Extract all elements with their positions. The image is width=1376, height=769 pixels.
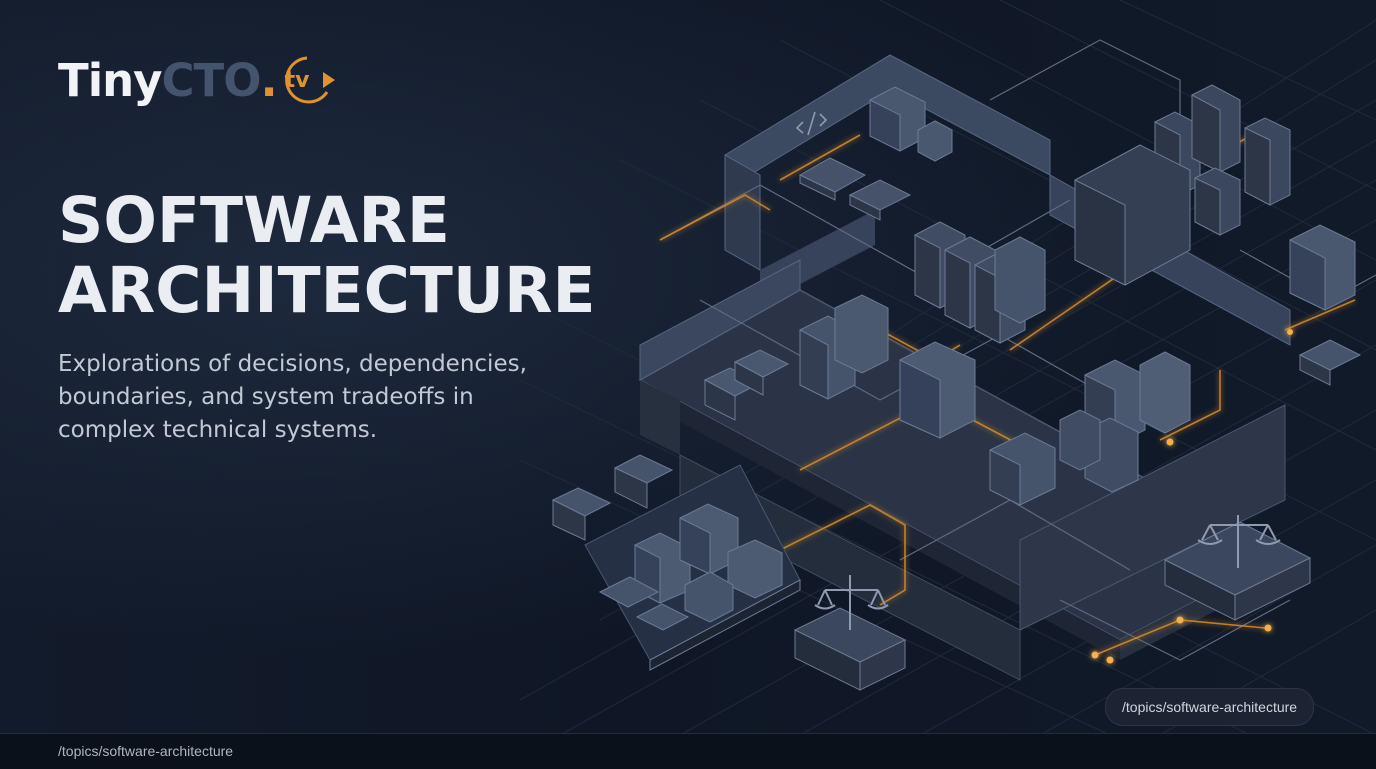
footer-bar: /topics/software-architecture (0, 733, 1376, 769)
logo-text-dot: . (260, 53, 277, 107)
tinycto-logo[interactable]: Tiny CTO . tv (58, 50, 335, 110)
play-icon: tv (279, 52, 335, 108)
page-description: Explorations of decisions, dependencies,… (58, 351, 527, 443)
topic-path-badge[interactable]: /topics/software-architecture (1105, 688, 1315, 726)
title-line-1: SOFTWARE (58, 184, 450, 257)
footer-path-link[interactable]: /topics/software-architecture (58, 743, 234, 759)
logo-text-tv: tv (284, 67, 310, 93)
page-title: SOFTWARE ARCHITECTURE (58, 186, 596, 326)
logo-text-tiny: Tiny (58, 53, 162, 107)
logo-text-cto: CTO (161, 53, 262, 107)
isometric-architecture-illustration (520, 0, 1376, 735)
title-line-2: ARCHITECTURE (58, 254, 596, 327)
